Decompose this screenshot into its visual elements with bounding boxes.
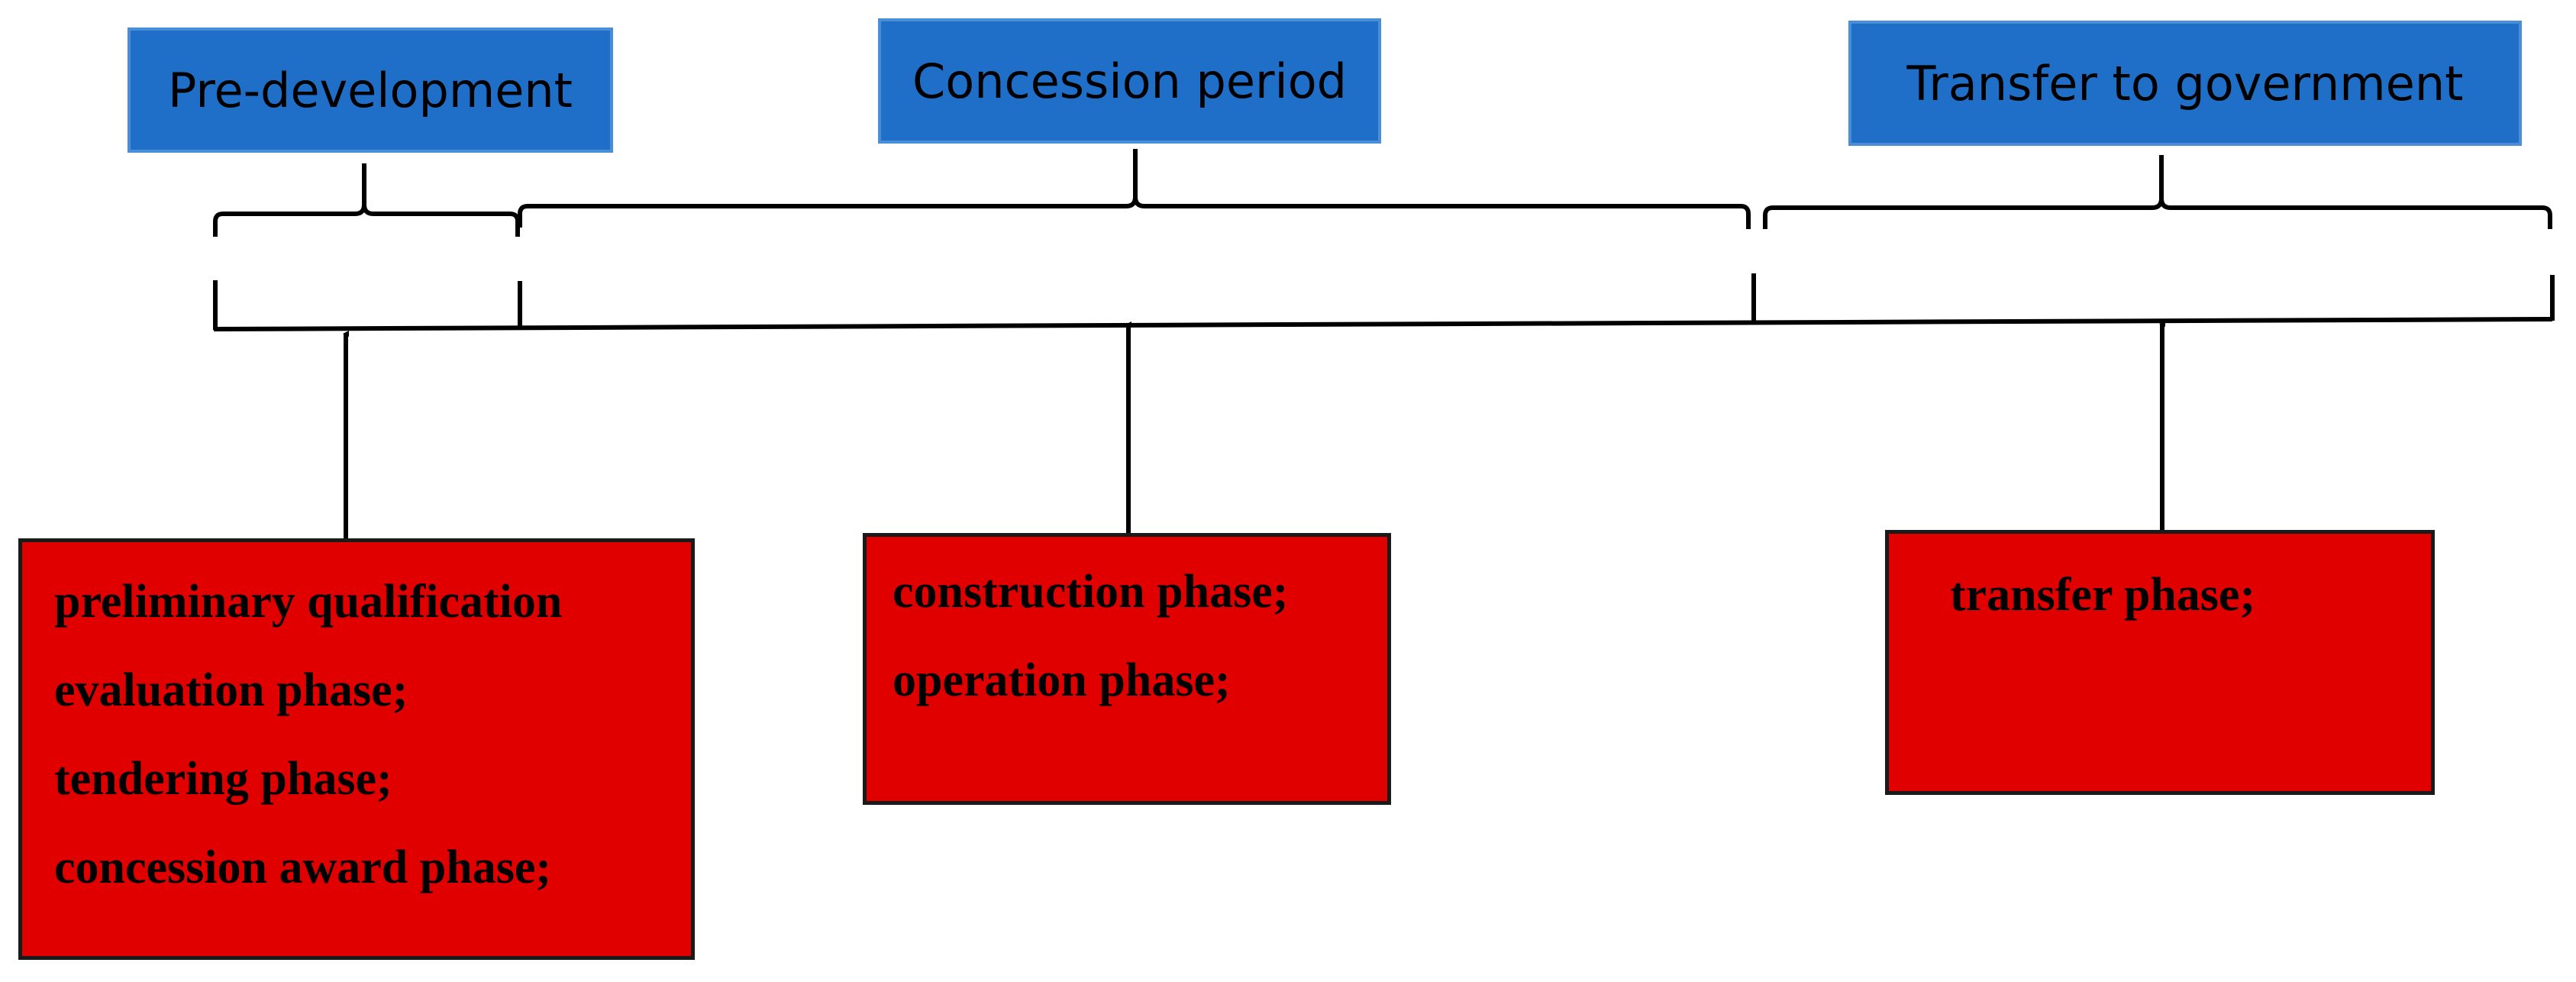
phase-label: operation phase; [893,654,1231,706]
phase-box-pre-development: preliminary qualification evaluation pha… [18,538,695,960]
brace-transfer-to-government [1763,155,2552,229]
phase-label: evaluation phase; [54,664,408,716]
phase-label: tendering phase; [54,753,392,805]
phase-box-concession-period: construction phase; operation phase; [863,533,1391,805]
phase-label: concession award phase; [54,841,552,893]
phase-label: construction phase; [893,566,1289,618]
phase-label: preliminary qualification [54,576,563,628]
brace-concession-period [518,149,1751,229]
stage-transfer-to-government: Transfer to government [1848,21,2522,146]
phase-label: transfer phase; [1950,569,2256,621]
stage-concession-period: Concession period [878,18,1381,144]
brace-pre-development [213,163,520,237]
phase-box-transfer-to-government: transfer phase; [1885,530,2435,795]
stage-pre-development: Pre-development [128,27,613,153]
timeline-axis [213,273,2555,331]
